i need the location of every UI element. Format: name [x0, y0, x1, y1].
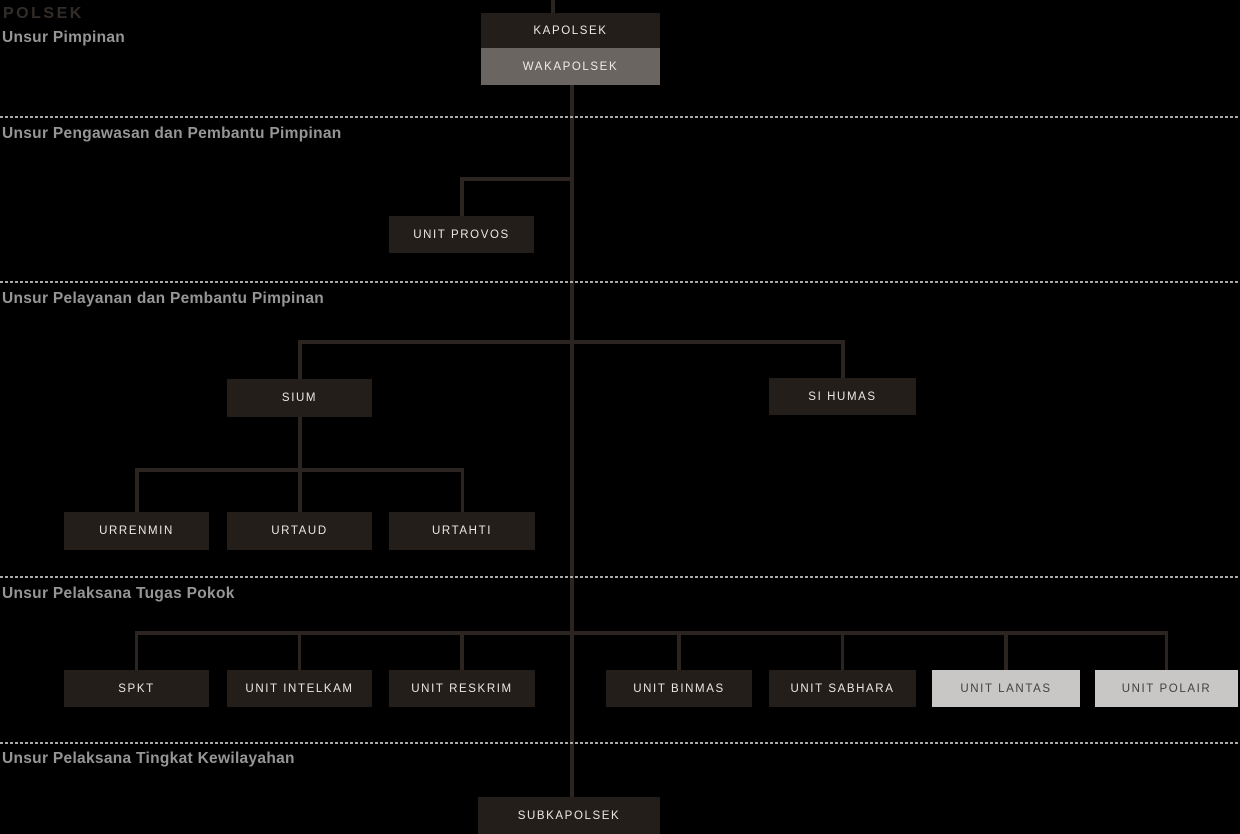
connector-line-provos-drop [460, 177, 464, 216]
section-divider [0, 576, 1240, 578]
connector-line-sium-drop [298, 340, 302, 379]
section-label-unsur-pelaksana-tingkat-kewilayahan: Unsur Pelaksana Tingkat Kewilayahan [2, 750, 295, 767]
node-unit-polair: UNIT POLAIR [1095, 670, 1238, 707]
node-subkapolsek: SUBKAPOLSEK [478, 797, 660, 834]
node-unit-provos: UNIT PROVOS [389, 216, 534, 253]
node-wakapolsek: WAKAPOLSEK [481, 48, 660, 85]
section-divider [0, 116, 1240, 118]
section-label-unsur-pelayanan-dan-pembantu-pimpinan: Unsur Pelayanan dan Pembantu Pimpinan [2, 290, 325, 307]
node-unit-reskrim: UNIT RESKRIM [389, 670, 535, 707]
node-kapolsek: KAPOLSEK [481, 13, 660, 48]
connector-line-incoming-stub [551, 0, 555, 13]
node-unit-binmas: UNIT BINMAS [606, 670, 752, 707]
node-unit-sabhara: UNIT SABHARA [769, 670, 916, 707]
connector-line-main-trunk [570, 84, 574, 797]
node-urtaud: URTAUD [227, 512, 372, 550]
section-divider [0, 742, 1240, 744]
node-sium: SIUM [227, 379, 372, 417]
section-label-unsur-pelaksana-tugas-pokok: Unsur Pelaksana Tugas Pokok [2, 585, 235, 602]
section-divider [0, 281, 1240, 283]
connector-line-sabhara-drop [840, 631, 844, 670]
node-si-humas: SI HUMAS [769, 378, 916, 415]
connector-line-provos-horizontal [460, 177, 574, 181]
connector-line-reskrim-drop [460, 631, 464, 670]
connector-line-pelayanan-horizontal [298, 340, 845, 344]
connector-line-binmas-drop [677, 631, 681, 670]
connector-line-urtaud-drop [298, 468, 302, 512]
section-label-unsur-pimpinan: Unsur Pimpinan [2, 29, 126, 46]
connector-line-polair-drop [1164, 631, 1168, 670]
node-urtahti: URTAHTI [389, 512, 535, 550]
connector-line-urrenmin-drop [135, 468, 139, 512]
connector-line-si-humas-drop [841, 340, 845, 378]
node-urrenmin: URRENMIN [64, 512, 209, 550]
page-title: POLSEK [3, 5, 84, 22]
connector-line-spkt-drop [134, 631, 138, 670]
connector-line-urtahti-drop [460, 468, 464, 512]
node-unit-lantas: UNIT LANTAS [932, 670, 1080, 707]
connector-line-sium-stem [298, 417, 302, 469]
connector-line-lantas-drop [1004, 631, 1008, 670]
node-spkt: SPKT [64, 670, 209, 707]
connector-line-tugas-horizontal [134, 631, 1168, 635]
section-label-unsur-pengawasan-dan-pembantu-pimpinan: Unsur Pengawasan dan Pembantu Pimpinan [2, 125, 342, 142]
node-unit-intelkam: UNIT INTELKAM [227, 670, 372, 707]
connector-line-intelkam-drop [297, 631, 301, 670]
